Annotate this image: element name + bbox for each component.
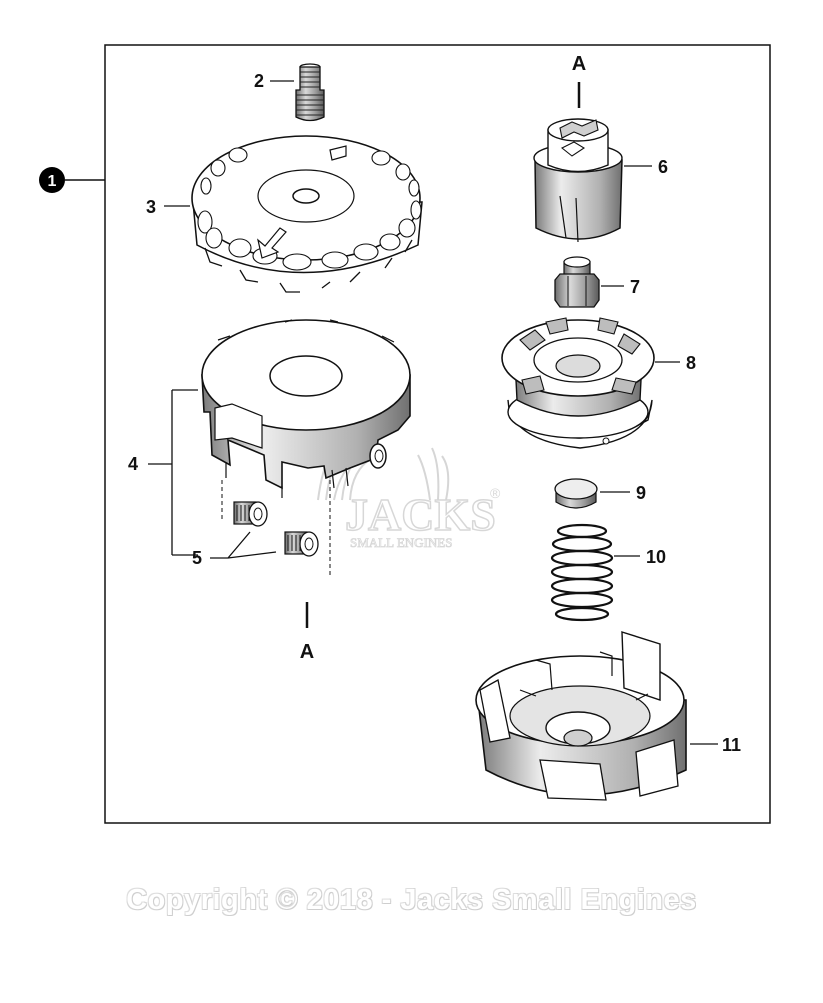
label-9-number: 9 (636, 483, 646, 503)
eyelet-dashes (221, 480, 331, 578)
nut-flats (567, 276, 587, 306)
nut-top-face (563, 256, 591, 268)
base-fin-right (635, 739, 679, 797)
diagram-frame (104, 44, 771, 824)
label-10-number: 10 (646, 547, 666, 567)
label-2: 2 (254, 71, 294, 91)
base-inner-ribs (519, 651, 649, 701)
label-5: 5 (192, 531, 277, 568)
spool-tabs (519, 317, 641, 395)
nut-hex (554, 273, 600, 308)
marker-icon (329, 145, 347, 161)
label-4-number: 4 (128, 454, 138, 474)
label-5-number: 5 (192, 548, 202, 568)
part-9-cap (554, 478, 598, 509)
part-7-nut (554, 256, 600, 308)
eyelet-2 (284, 531, 319, 557)
label-3-number: 3 (146, 197, 156, 217)
label-10: 10 (614, 547, 666, 567)
base-fin-top (621, 631, 661, 701)
label-4: 4 (128, 389, 198, 556)
label-8-number: 8 (686, 353, 696, 373)
adapter-head-cross (559, 119, 599, 139)
label-7: 7 (601, 277, 640, 297)
callout-1-badge (39, 167, 65, 193)
arrow-icon (257, 227, 287, 259)
part-2-bolt (295, 63, 325, 122)
cover-dimples (197, 147, 422, 271)
housing-side-hole-inner (374, 449, 384, 463)
cover-teeth (204, 239, 413, 293)
reference-top-letter: A (572, 53, 586, 75)
bolt-threads (296, 71, 324, 116)
part-6-adapter (533, 118, 623, 243)
label-11-number: 11 (722, 735, 741, 755)
reference-marker-bottom: A (300, 602, 314, 663)
cap-top (554, 478, 598, 500)
label-11: 11 (690, 735, 741, 755)
eyelet-1 (233, 501, 268, 527)
adapter-head-lug (560, 141, 586, 157)
label-7-number: 7 (630, 277, 640, 297)
label-6-number: 6 (658, 157, 668, 177)
part-5-eyelets (221, 480, 331, 578)
cover-hole (292, 188, 320, 204)
base-fin-left (479, 679, 511, 743)
adapter-slot (559, 195, 579, 243)
label-9: 9 (600, 483, 646, 503)
housing-window (214, 403, 263, 449)
housing-bore (269, 355, 343, 397)
part-10-spring (550, 523, 614, 622)
part-3-cover (191, 135, 423, 293)
callout-1: 1 (39, 167, 105, 193)
adapter-sleeve (534, 159, 623, 240)
bolt-shank (295, 66, 325, 122)
label-5-leader (210, 531, 277, 559)
callout-1-number: 1 (48, 173, 57, 190)
watermark-brand: JACKS (345, 489, 496, 540)
spool-pin (602, 437, 610, 445)
part-4-housing (201, 319, 411, 498)
reference-marker-top: A (572, 53, 586, 108)
label-6: 6 (624, 157, 668, 177)
spool-hub (555, 354, 601, 378)
base-boss-hole (563, 729, 593, 747)
label-3: 3 (146, 197, 190, 217)
label-4-bracket (148, 389, 198, 556)
copyright-notice: Copyright © 2018 - Jacks Small Engines (126, 884, 697, 916)
reference-bottom-letter: A (300, 641, 314, 663)
label-2-number: 2 (254, 71, 264, 91)
watermark-tagline: SMALL ENGINES (350, 535, 452, 550)
label-8: 8 (655, 353, 696, 373)
housing-notches (217, 319, 395, 343)
housing-slots (225, 462, 349, 498)
watermark-registered: ® (490, 485, 501, 501)
watermark-logo: JACKS ® SMALL ENGINES (317, 444, 501, 550)
base-fin-front (539, 759, 607, 801)
part-8-spool (501, 317, 655, 449)
part-11-base (475, 631, 687, 801)
